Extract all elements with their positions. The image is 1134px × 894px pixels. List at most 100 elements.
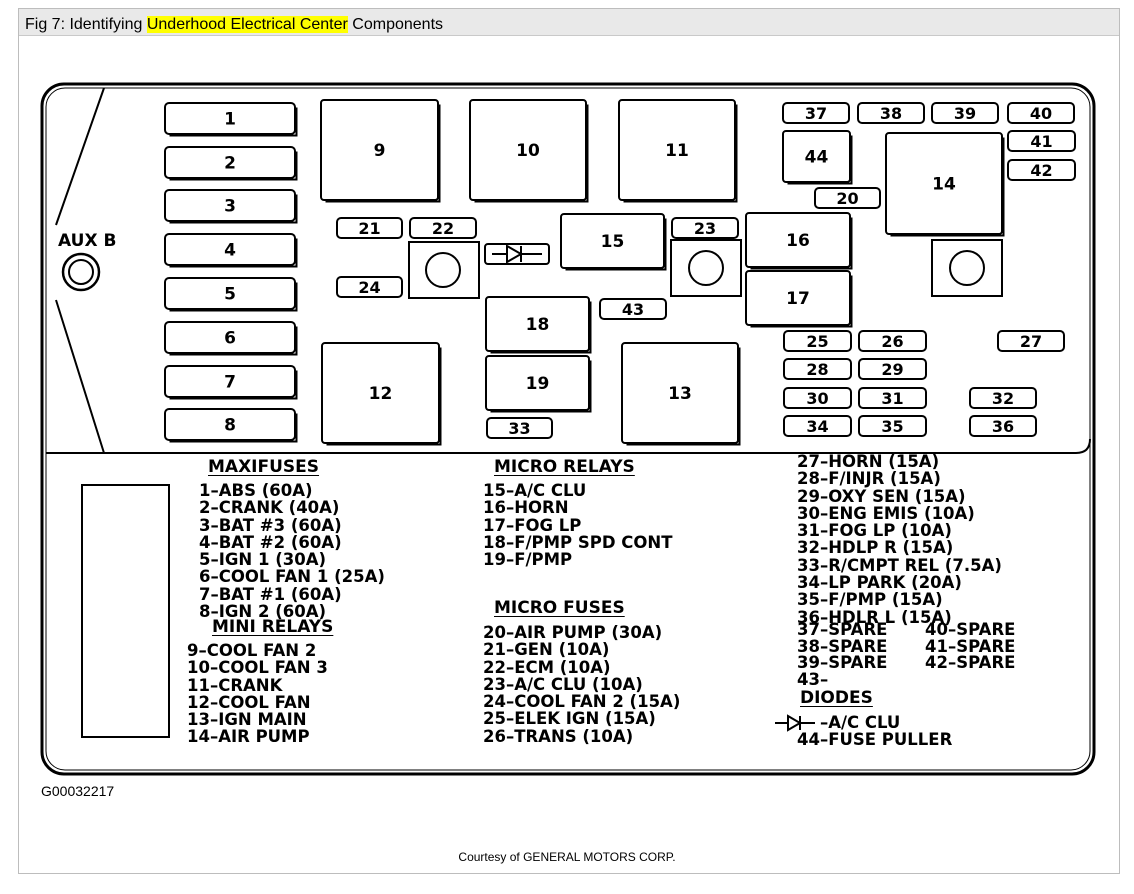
relay-slot-19: 19 [485, 355, 592, 413]
relay-slot-17: 17 [745, 270, 853, 328]
micro-relays-heading: MICRO RELAYS [494, 457, 635, 477]
slot-number: 7 [224, 373, 236, 393]
maxifuse-slot-1: 1 [164, 102, 298, 137]
micro-fuse-legend-item: 23–A/C CLU (10A) [483, 674, 643, 694]
slot-number: 36 [992, 417, 1014, 436]
maxifuses-heading: MAXIFUSES [208, 457, 320, 477]
diode-symbol-legend [775, 714, 815, 732]
slot-number: 8 [224, 416, 236, 436]
mini-relay-legend-item: 9–COOL FAN 2 [187, 641, 317, 660]
mini-relay-legend-item: 11–CRANK [187, 675, 283, 695]
housing-inner-outline [45, 87, 1091, 771]
maxifuse-legend-item: 5–IGN 1 (30A) [199, 550, 327, 570]
micro-fuse-legend-item: 22–ECM (10A) [483, 657, 611, 677]
fuse-legend-item: 30–ENG EMIS (10A) [797, 503, 975, 523]
spare-legend-item: 37–SPARE [797, 620, 888, 639]
maxifuse-legend-item: 6–COOL FAN 1 (25A) [199, 567, 385, 587]
slot-number: 13 [668, 384, 692, 404]
slot-number: 3 [224, 197, 236, 217]
relay-slot-9: 9 [320, 99, 441, 203]
maxifuse-legend-item: 1–ABS (60A) [199, 481, 313, 500]
maxifuse-legend-item: 4–BAT #2 (60A) [199, 532, 342, 552]
stud-terminal [670, 239, 742, 297]
slot-number: 32 [992, 389, 1014, 408]
diode-item: –A/C CLU [820, 713, 901, 732]
fuse-legend-item: 29–OXY SEN (15A) [797, 486, 966, 506]
left-housing-edge [55, 87, 105, 454]
relay-slot-16: 16 [745, 212, 853, 270]
slot-number: 11 [665, 141, 689, 161]
fuse-legend-item: 36–HDLR L (15A) [797, 607, 952, 627]
micro-relay-legend-item: 15–A/C CLU [483, 481, 587, 500]
relay-slot-18: 18 [485, 296, 592, 354]
slot-number: 9 [374, 141, 386, 161]
slot-number: 41 [1030, 132, 1052, 151]
fuse-slot-26: 26 [858, 330, 927, 352]
spare-legend-item: 39–SPARE [797, 653, 888, 672]
spare-legend-item: 42–SPARE [925, 653, 1016, 672]
mini-relay-legend-item: 12–COOL FAN [187, 692, 311, 712]
figure-id: G00032217 [41, 783, 115, 799]
maxifuse-slot-6: 6 [164, 321, 298, 356]
fuse-slot-33: 33 [486, 417, 553, 439]
relay-slot-15: 15 [560, 213, 667, 271]
fuse-slot-28: 28 [783, 358, 852, 380]
maxifuse-slot-7: 7 [164, 365, 298, 400]
micro-relay-legend-item: 16–HORN [483, 498, 569, 518]
stud-terminal [931, 239, 1003, 297]
slot-number: 38 [880, 104, 902, 123]
housing-outline [40, 82, 1096, 776]
slot-number: 39 [954, 104, 976, 123]
fuse-slot-35: 35 [858, 415, 927, 437]
spare-legend-item: 43– [797, 669, 829, 689]
fuse-slot-20: 20 [814, 187, 881, 209]
slot-number: 34 [806, 417, 828, 436]
slot-number: 12 [369, 384, 393, 404]
micro-fuse-legend-item: 26–TRANS (10A) [483, 726, 634, 746]
aux-b-label: AUX B [58, 231, 116, 251]
fuse-slot-23: 23 [671, 217, 739, 239]
maxifuse-slot-3: 3 [164, 189, 298, 224]
micro-fuses-list: 20–AIR PUMP (30A)21–GEN (10A)22–ECM (10A… [483, 624, 680, 745]
fuse-puller-item: 44–FUSE PULLER [797, 730, 953, 749]
diodes-heading: DIODES [800, 688, 873, 708]
slot-number: 14 [932, 175, 956, 195]
fuse-legend-item: 28–F/INJR (15A) [797, 469, 941, 489]
slot-number: 25 [806, 332, 828, 351]
fuse-slot-43: 43 [599, 298, 667, 320]
fuse-slot-41: 41 [1007, 130, 1076, 152]
slot-number: 20 [836, 189, 858, 208]
slot-number: 26 [881, 332, 903, 351]
micro-relay-legend-item: 18–F/PMP SPD CONT [483, 532, 673, 552]
micro-fuses-heading: MICRO FUSES [494, 598, 625, 618]
slot-number: 23 [694, 219, 716, 238]
maxifuse-legend-item: 7–BAT #1 (60A) [199, 584, 342, 604]
aux-b-terminal-inner [68, 259, 94, 285]
legend-side-panel [81, 484, 170, 738]
slot-number: 37 [805, 104, 827, 123]
micro-fuse-legend-item: 20–AIR PUMP (30A) [483, 623, 663, 642]
mini-relays-heading: MINI RELAYS [212, 617, 334, 637]
micro-relay-legend-item: 19–F/PMP [483, 550, 573, 570]
spare-legend-item: 40–SPARE [925, 620, 1016, 639]
slot-number: 21 [358, 219, 380, 238]
micro-fuse-legend-item: 25–ELEK IGN (15A) [483, 709, 656, 729]
micro-relay-legend-item: 17–FOG LP [483, 515, 582, 535]
title-highlight: Underhood Electrical Center [146, 16, 348, 33]
title-prefix: Fig 7: Identifying [25, 16, 147, 33]
maxifuse-legend-item: 2–CRANK (40A) [199, 498, 340, 518]
maxifuses-list: 1–ABS (60A)2–CRANK (40A)3–BAT #3 (60A)4–… [199, 481, 385, 622]
fuse-slot-40: 40 [1007, 102, 1075, 124]
fuse-slot-27: 27 [997, 330, 1065, 352]
slot-number: 27 [1020, 332, 1042, 351]
slot-number: 6 [224, 329, 236, 349]
fuse-slot-37: 37 [782, 102, 850, 124]
slot-number: 30 [806, 389, 828, 408]
maxifuse-legend-item: 8–IGN 2 (60A) [199, 602, 327, 622]
fuse-legend-item: 31–FOG LP (10A) [797, 521, 952, 541]
aux-b-terminal [61, 252, 101, 292]
fuse-slot-39: 39 [931, 102, 999, 124]
